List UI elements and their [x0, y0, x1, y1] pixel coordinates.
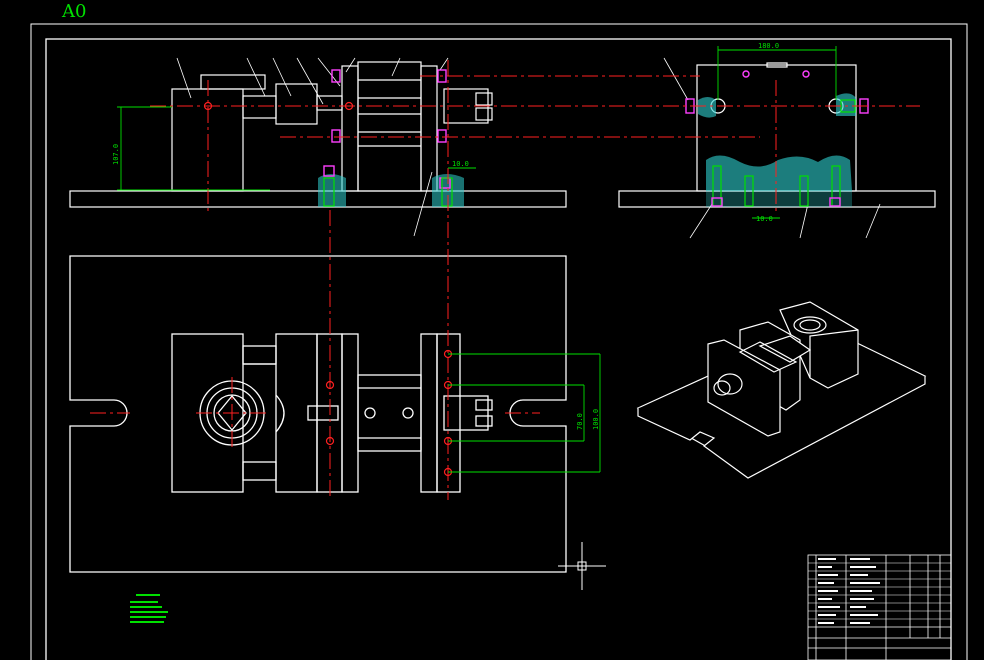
sheet-size-label: A0: [62, 1, 87, 22]
outer-border: [30, 23, 968, 660]
plan-guide: [357, 374, 422, 452]
front-bolt-right: [441, 177, 453, 207]
side-section-hatch: [698, 93, 856, 207]
technical-notes-illegible: [130, 594, 168, 623]
dim-plan-inner: 70.0: [576, 413, 584, 430]
isometric-view: [636, 301, 927, 479]
dim-front-small: 10.0: [452, 160, 469, 168]
front-plate-right: [420, 65, 438, 192]
plan-view: [69, 255, 567, 573]
title-block: [807, 554, 952, 660]
front-view: [69, 57, 567, 237]
dim-plan-outer: 100.0: [592, 409, 600, 430]
plan-base-plate: [69, 255, 567, 573]
dim-side-small: 10.0: [756, 215, 773, 223]
title-block-illegible-text: [818, 558, 880, 624]
front-fasteners: [323, 69, 451, 189]
plan-plate-left: [341, 333, 359, 493]
centerlines: [90, 60, 920, 500]
inner-border: [45, 38, 952, 660]
dimension-lines: [117, 46, 837, 473]
plan-plate-right: [420, 333, 438, 493]
side-bolt-2: [744, 175, 754, 207]
front-plate-left: [341, 65, 359, 192]
side-bolt-3: [799, 175, 809, 207]
front-shaft: [242, 95, 277, 119]
side-view: [618, 57, 936, 239]
front-bolt-left: [323, 177, 335, 207]
front-slider: [275, 83, 318, 125]
front-guide-block: [357, 61, 422, 192]
dim-top-width: 180.0: [758, 42, 779, 50]
dim-height-left: 107.0: [112, 144, 120, 165]
iso-front-plate: [707, 339, 781, 437]
front-left-cap: [200, 74, 266, 90]
plan-cylinder: [443, 395, 489, 431]
cad-crosshair-cursor: [558, 542, 606, 590]
plan-slider: [275, 333, 318, 493]
